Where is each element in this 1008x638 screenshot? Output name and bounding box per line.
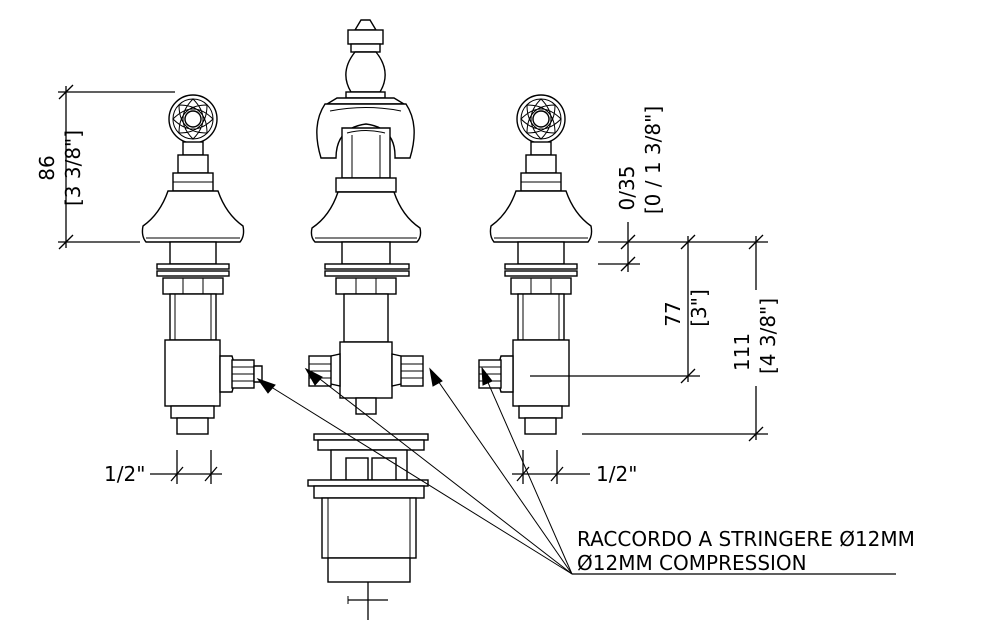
dimension-outlet-depth: 77 [3"] <box>530 234 711 384</box>
dim-77-mm: 77 <box>661 301 685 326</box>
dim-86-mm: 86 <box>35 155 59 180</box>
right-knob <box>516 94 566 144</box>
dimension-thread-right: 1/2" <box>512 450 637 486</box>
compression-fitting-callout: RACCORDO A STRINGERE Ø12MM Ø12MM COMPRES… <box>256 366 915 575</box>
dim-86-in: [3 3/8"] <box>61 130 85 206</box>
dimension-handle-height: 86 [3 3/8"] <box>35 84 175 250</box>
spout-head <box>316 103 415 159</box>
left-valve <box>141 94 263 435</box>
callout-line-2: Ø12MM COMPRESSION <box>577 551 807 575</box>
dimension-total-depth: 111 [4 3/8"] <box>582 234 780 442</box>
right-valve <box>478 94 593 435</box>
dim-0-35-mm: 0/35 <box>615 166 639 211</box>
pop-up-drain <box>307 433 429 620</box>
callout-line-1: RACCORDO A STRINGERE Ø12MM <box>577 527 915 551</box>
dim-thread-left-label: 1/2" <box>104 462 145 486</box>
left-knob <box>168 94 218 144</box>
dim-0-35-in: [0 / 1 3/8"] <box>641 106 665 214</box>
dim-thread-right-label: 1/2" <box>596 462 637 486</box>
dim-111-mm: 111 <box>730 333 754 371</box>
dim-111-in: [4 3/8"] <box>756 298 780 374</box>
center-spout <box>308 19 424 415</box>
dim-77-in: [3"] <box>687 289 711 327</box>
dimension-deck-thickness: 0/35 [0 / 1 3/8"] <box>598 106 665 272</box>
left-bell <box>141 190 245 243</box>
dimension-thread-left: 1/2" <box>104 450 222 486</box>
